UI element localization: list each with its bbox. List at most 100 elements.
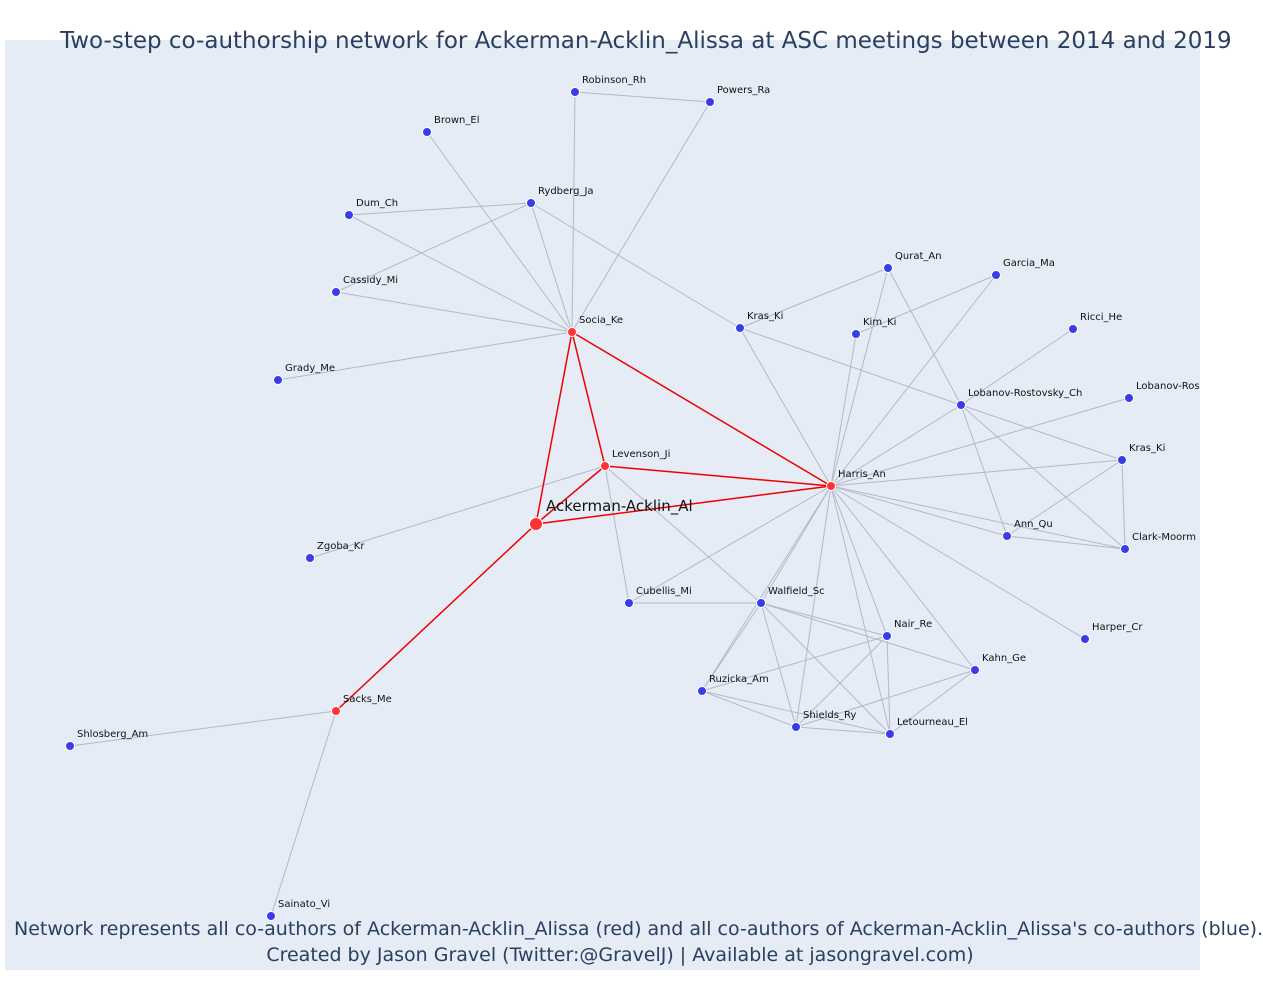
node-levenson-ji[interactable] [600, 461, 610, 471]
node-label-lobanov-rostovsky-ch: Lobanov-Rostovsky_Ch [968, 388, 1082, 399]
node-harper-cr[interactable] [1080, 634, 1090, 644]
edge-lobanov-rostovsky-ch-harris-an [830, 404, 962, 487]
node-shields-ry[interactable] [791, 722, 801, 732]
edge-cassidy-mi-socia-ke [335, 291, 573, 333]
node-label-powers-ra: Powers_Ra [717, 85, 770, 96]
edge-qurat-an-lobanov-rostovsky-ch [887, 267, 962, 406]
node-label-socia-ke: Socia_Ke [579, 315, 623, 326]
edge-dum-ch-socia-ke [348, 214, 573, 333]
edge-nair-re-ruzicka-am [701, 635, 888, 692]
chart-title: Two-step co-authorship network for Acker… [60, 28, 1232, 54]
node-ruzicka-am[interactable] [697, 686, 707, 696]
edge-grady-me-socia-ke [277, 331, 573, 381]
node-label-cubellis-mi: Cubellis_Mi [636, 586, 692, 597]
node-dum-ch[interactable] [344, 210, 354, 220]
edge-ann-qu-clark-moorm [1006, 535, 1126, 550]
edge-harris-an-shields-ry [795, 485, 832, 728]
node-nair-re[interactable] [882, 631, 892, 641]
caption-credit: Created by Jason Gravel (Twitter:@Gravel… [266, 944, 974, 966]
node-cubellis-mi[interactable] [624, 598, 634, 608]
edge-ackerman-acklin-al-socia-ke [535, 331, 573, 525]
edge-cassidy-mi-rydberg-ja [335, 202, 532, 293]
node-socia-ke[interactable] [567, 327, 577, 337]
node-garcia-ma[interactable] [991, 270, 1001, 280]
edge-powers-ra-socia-ke [571, 101, 711, 333]
edge-harris-an-ruzicka-am [701, 485, 832, 692]
node-lobanov-rostovsky-ch[interactable] [956, 400, 966, 410]
node-label-brown-el: Brown_El [434, 115, 479, 126]
edge-sacks-me-shlosberg-am [69, 710, 337, 747]
node-ann-qu[interactable] [1002, 531, 1012, 541]
node-powers-ra[interactable] [705, 97, 715, 107]
edge-harris-an-walfield-sc [760, 485, 832, 604]
edge-walfield-sc-kahn-ge [760, 602, 976, 671]
edge-garcia-ma-harris-an [830, 274, 997, 487]
node-lobanov-ros[interactable] [1124, 393, 1134, 403]
nodes-layer [65, 87, 1134, 921]
node-label-shields-ry: Shields_Ry [803, 710, 856, 721]
edge-shields-ry-letourneau-el [795, 726, 891, 735]
node-brown-el[interactable] [422, 127, 432, 137]
edge-rydberg-ja-kras-ki [530, 202, 741, 329]
node-label-shlosberg-am: Shlosberg_Am [77, 729, 148, 740]
node-clark-moorm[interactable] [1120, 544, 1130, 554]
edge-ruzicka-am-letourneau-el [701, 690, 891, 735]
node-letourneau-el[interactable] [885, 729, 895, 739]
node-zgoba-kr[interactable] [305, 553, 315, 563]
edge-lobanov-rostovsky-ch-kras-ki [960, 404, 1123, 461]
node-kahn-ge[interactable] [970, 665, 980, 675]
node-sainato-vi[interactable] [266, 911, 276, 921]
node-walfield-sc[interactable] [756, 598, 766, 608]
edge-ann-qu-harris-an [830, 485, 1008, 537]
node-label-kras-ki: Kras_Ki [1129, 443, 1165, 454]
node-ricci-he[interactable] [1068, 324, 1078, 334]
node-label-rydberg-ja: Rydberg_Ja [538, 186, 594, 197]
node-qurat-an[interactable] [883, 263, 893, 273]
node-label-walfield-sc: Walfield_Sc [768, 586, 825, 597]
edge-kras-ki-harris-an [739, 327, 832, 487]
edge-lobanov-rostovsky-ch-ann-qu [960, 404, 1008, 537]
node-label-harper-cr: Harper_Cr [1092, 622, 1143, 633]
node-kim-ki[interactable] [851, 329, 861, 339]
node-kras-ki[interactable] [1117, 455, 1127, 465]
edge-harris-an-nair-re [830, 485, 888, 637]
edge-qurat-an-harris-an [830, 267, 889, 487]
node-kras-ki[interactable] [735, 323, 745, 333]
node-shlosberg-am[interactable] [65, 741, 75, 751]
edge-socia-ke-levenson-ji [571, 331, 606, 467]
edge-sacks-me-sainato-vi [270, 710, 337, 917]
edge-lobanov-ros-harris-an [830, 397, 1130, 487]
edge-zgoba-kr-levenson-ji [309, 465, 606, 559]
node-label-cassidy-mi: Cassidy_Mi [343, 275, 398, 286]
node-label-sacks-me: Sacks_Me [343, 694, 392, 705]
edge-walfield-sc-ruzicka-am [701, 602, 762, 692]
edge-brown-el-socia-ke [426, 131, 573, 333]
caption-network-description: Network represents all co-authors of Ack… [14, 918, 1263, 940]
node-label-levenson-ji: Levenson_Ji [612, 449, 670, 460]
node-label-zgoba-kr: Zgoba_Kr [317, 541, 365, 552]
edge-walfield-sc-nair-re [760, 602, 888, 637]
node-rydberg-ja[interactable] [526, 198, 536, 208]
node-sacks-me[interactable] [331, 706, 341, 716]
node-harris-an[interactable] [826, 481, 836, 491]
node-robinson-rh[interactable] [570, 87, 580, 97]
node-cassidy-mi[interactable] [331, 287, 341, 297]
edge-garcia-ma-kim-ki [855, 274, 997, 335]
edge-clark-moorm-harris-an [830, 485, 1126, 550]
edge-socia-ke-harris-an [571, 331, 832, 487]
edge-robinson-rh-socia-ke [571, 91, 576, 333]
labels-layer: Ackerman-Acklin_AlSocia_KeLevenson_JiHar… [77, 75, 1200, 910]
node-label-grady-me: Grady_Me [285, 363, 335, 374]
edge-ruzicka-am-shields-ry [701, 690, 797, 728]
node-label-kras-ki: Kras_Ki [747, 311, 783, 322]
node-label-letourneau-el: Letourneau_El [897, 717, 968, 728]
node-grady-me[interactable] [273, 375, 283, 385]
edge-rydberg-ja-socia-ke [530, 202, 573, 333]
network-graph: Ackerman-Acklin_AlSocia_KeLevenson_JiHar… [65, 75, 1200, 921]
edge-levenson-ji-walfield-sc [604, 465, 762, 604]
edge-harris-an-cubellis-mi [628, 485, 832, 604]
edge-harris-an-kahn-ge [830, 485, 976, 671]
node-label-ruzicka-am: Ruzicka_Am [709, 674, 769, 685]
node-ackerman-acklin-al[interactable] [529, 517, 543, 531]
